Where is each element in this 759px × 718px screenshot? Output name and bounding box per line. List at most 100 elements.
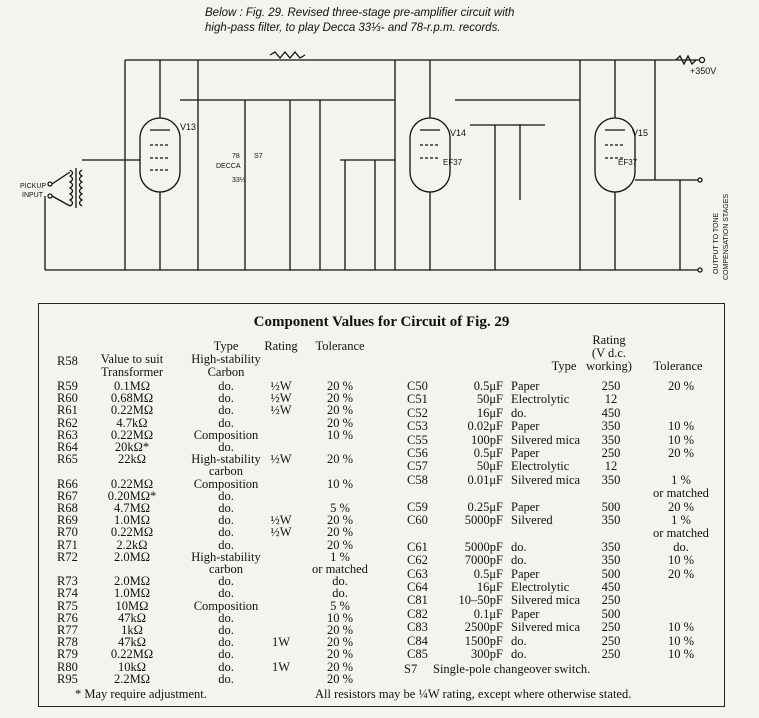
resistor-tol: 20 %	[326, 403, 354, 418]
resistor-tol: 20 %	[326, 671, 354, 686]
capacitor-rating: 12	[604, 459, 618, 474]
capacitor-value: 0.01μF	[467, 472, 503, 487]
capacitor-ref: C61	[407, 539, 428, 554]
resistor-type: do.	[218, 647, 234, 662]
capacitor-ref: C57	[407, 459, 428, 474]
resistor-type: do.	[218, 488, 234, 503]
capacitor-type: do.	[511, 647, 527, 661]
capacitor-value: 2500pF	[464, 620, 503, 635]
capacitor-value: 100pF	[471, 432, 503, 447]
resistor-value: 2.2MΩ	[113, 671, 151, 686]
capacitor-ref: C85	[407, 647, 428, 661]
header-rating-right: Rating (V d.c. working)	[579, 334, 639, 373]
capacitor-tol: 1 %	[671, 472, 691, 487]
capacitor-tol: 10 %	[667, 419, 695, 434]
resistor-type: Composition	[193, 476, 259, 491]
resistor-value: 0.22MΩ	[110, 427, 154, 442]
header-rating-text-3: working)	[586, 359, 632, 373]
capacitor-value: 300pF	[471, 647, 503, 661]
circuit-schematic: +350V V13 EF37 V14 EF37 V15 PICKUP IN	[20, 50, 730, 280]
capacitor-value: 50μF	[476, 459, 503, 474]
resistor-tol: 20 %	[326, 635, 354, 650]
resistor-rating: ½W	[270, 379, 292, 393]
resistor-ref: R65	[57, 452, 78, 467]
capacitor-value: 0.5μF	[473, 446, 503, 460]
resistor-type: carbon	[208, 562, 243, 576]
capacitor-rating: 250	[601, 647, 621, 661]
resistor-type: do.	[218, 513, 234, 528]
resistor-value: 1.0MΩ	[113, 513, 151, 528]
capacitor-value: 0.5μF	[473, 379, 503, 393]
capacitor-type: do.	[511, 633, 527, 648]
component-table: Component Values for Circuit of Fig. 29 …	[38, 303, 725, 707]
capacitor-value: 0.5μF	[473, 566, 503, 581]
resistor-type: High-stability	[191, 452, 261, 467]
input-wire-2	[51, 195, 71, 207]
capacitor-ref: C59	[407, 499, 428, 514]
resistor-type: do.	[218, 623, 234, 637]
supply-label: +350V	[690, 66, 716, 76]
input-transformer	[68, 168, 84, 208]
resistor-tol: 20 %	[326, 623, 354, 637]
table-title: Component Values for Circuit of Fig. 29	[253, 314, 510, 330]
input-terminal-2	[47, 193, 53, 199]
resistor-rating: ½W	[270, 452, 292, 467]
resistor-ref: R78	[57, 635, 78, 650]
supply-terminal	[698, 56, 706, 64]
resistor-type: Composition	[193, 598, 259, 613]
resistor-tol: 20 %	[326, 379, 354, 393]
capacitor-type: do.	[511, 553, 527, 568]
footnote-left: * May require adjustment.	[75, 687, 207, 701]
capacitor-ref: C60	[407, 513, 428, 527]
header-rating-text-2: (V d.c.	[591, 346, 627, 360]
resistor-ref: R68	[57, 501, 78, 515]
capacitor-type: Electrolytic	[511, 580, 570, 594]
capacitor-ref: C64	[407, 580, 428, 594]
figure-caption: Below : Fig. 29. Revised three-stage pre…	[205, 6, 625, 36]
resistor-rating: 1W	[271, 635, 291, 650]
resistor-type: carbon	[208, 464, 243, 479]
resistor-tol: 20 %	[326, 391, 354, 406]
valve-v14-type: EF37	[443, 158, 463, 167]
capacitor-type: Paper	[511, 379, 540, 393]
resistor-rating: ½W	[270, 513, 292, 528]
resistor-value: 0.22MΩ	[110, 476, 154, 491]
capacitor-rating: 350	[601, 539, 621, 554]
resistor-tol: 20 %	[326, 452, 354, 467]
capacitor-ref: C58	[407, 472, 428, 487]
resistor-value: 10MΩ	[115, 598, 149, 613]
capacitor-type: Electrolytic	[511, 459, 570, 474]
resistor-ref: R73	[57, 574, 78, 589]
speed78-label: 78	[232, 153, 240, 160]
caption-line-2: high-pass filter, to play Decca 33⅓- and…	[205, 22, 501, 34]
header-tolerance-left: Tolerance	[315, 339, 365, 353]
resistor-ref: R80	[57, 659, 78, 674]
resistor-value: 22kΩ	[117, 452, 147, 467]
capacitor-value: 5000pF	[464, 513, 503, 527]
resistor-ref: R76	[57, 610, 78, 625]
capacitor-type: Paper	[511, 446, 540, 460]
r58-value-text: Value to suit	[100, 352, 164, 366]
capacitor-tol: 10 %	[667, 432, 695, 447]
resistor-tol: 5 %	[330, 598, 350, 613]
resistor-ref: R95	[57, 671, 78, 686]
capacitor-value: 1500pF	[464, 633, 503, 648]
capacitor-tol: do.	[673, 539, 689, 554]
resistor-ref: R71	[57, 537, 78, 552]
capacitor-type: do.	[511, 405, 527, 420]
resistor-ref: R61	[57, 403, 78, 418]
resistor-tol: 1 %	[330, 549, 350, 564]
capacitor-type: Paper	[511, 499, 540, 514]
resistor-ref: R67	[57, 488, 78, 503]
resistor-tol: 20 %	[326, 659, 354, 674]
capacitor-rating: 500	[601, 566, 621, 581]
capacitor-type: Paper	[511, 606, 540, 621]
resistor-type: do.	[218, 537, 234, 552]
capacitor-tol: 10 %	[667, 633, 695, 648]
capacitor-value: 16μF	[476, 405, 503, 420]
valve-v13: V13	[139, 117, 196, 193]
capacitor-rating: 350	[601, 432, 621, 447]
resistor-ref: R60	[57, 391, 78, 406]
valve-v14-ref: V14	[450, 128, 466, 138]
resistor-value: 0.22MΩ	[110, 403, 154, 418]
